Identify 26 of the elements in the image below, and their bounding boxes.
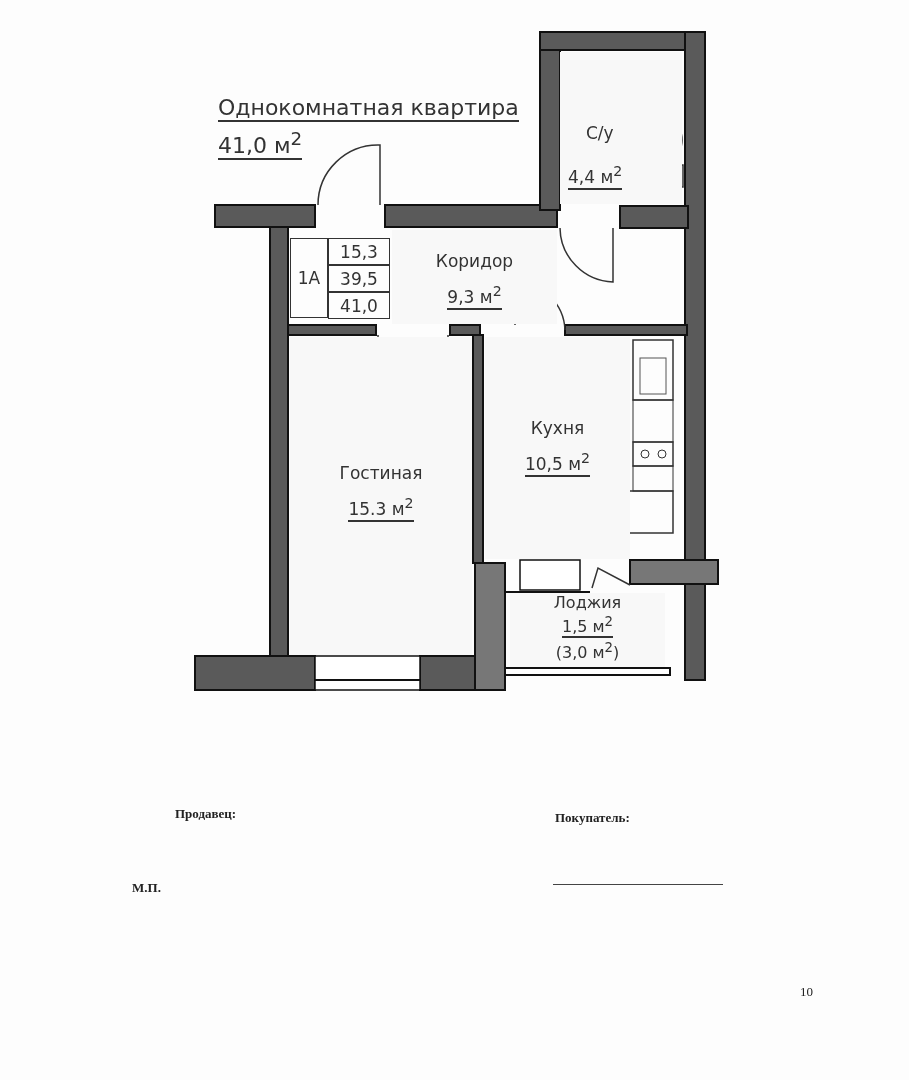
area-value-note: (3,0 м$^{2}$) bbox=[555, 639, 620, 663]
area-value: 9,3 м$^{2}$ bbox=[447, 280, 502, 310]
room-name: Коридор bbox=[435, 250, 514, 272]
room-floor bbox=[290, 337, 472, 655]
table-cell: 15,3 bbox=[328, 238, 390, 265]
room-name: Лоджия bbox=[553, 593, 622, 612]
page-number: 10 bbox=[800, 984, 813, 1000]
room-floor bbox=[392, 230, 557, 324]
table-cell: 41,0 bbox=[328, 292, 390, 319]
buyer-label: Покупатель: bbox=[555, 810, 630, 826]
stamp-place-mark: М.П. bbox=[132, 880, 161, 896]
area-value: 1,5 м$^{2}$ bbox=[561, 612, 614, 639]
room-floor bbox=[485, 337, 630, 559]
room-name: Гостиная bbox=[339, 462, 423, 484]
table-cell: 39,5 bbox=[328, 265, 390, 292]
table-cell: 1А bbox=[290, 238, 328, 318]
room-floor bbox=[560, 52, 682, 204]
area-value: 4,4 м$^{2}$ bbox=[568, 160, 623, 190]
seller-label: Продавец: bbox=[175, 806, 237, 822]
area-value: 10,5 м$^{2}$ bbox=[524, 447, 591, 477]
room-floor bbox=[510, 593, 665, 667]
room-name: Кухня bbox=[530, 417, 585, 439]
area-value: 15.3 м$^{2}$ bbox=[348, 492, 414, 522]
room-name: С/у bbox=[585, 122, 614, 144]
total-area: 41,0 м$^{2}$ bbox=[218, 128, 303, 161]
plan-title: Однокомнатная квартира bbox=[218, 95, 519, 122]
